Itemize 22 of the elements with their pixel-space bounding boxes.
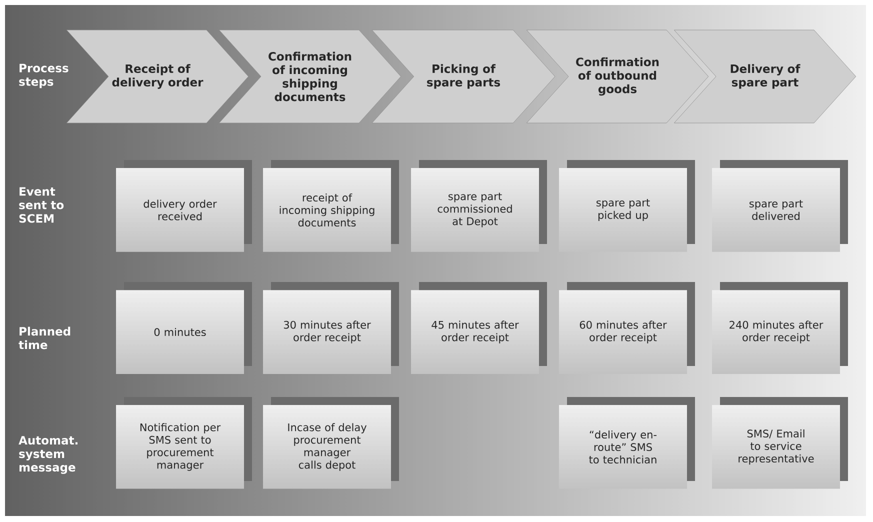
- event-box: “delivery en-route” SMS to technician: [559, 397, 695, 489]
- event-box: 60 minutes after order receipt: [559, 282, 695, 374]
- event-box: delivery order received: [116, 160, 252, 252]
- event-box: spare part commissioned at Depot: [411, 160, 547, 252]
- process-step: Confirmation of incoming shipping documents: [218, 30, 402, 124]
- event-box: spare part delivered: [712, 160, 848, 252]
- event-box: 30 minutes after order receipt: [263, 282, 399, 374]
- event-box: 45 minutes after order receipt: [411, 282, 547, 374]
- row-label: Automat. system message: [18, 436, 78, 474]
- process-step: Confirmation of outbound goods: [526, 30, 709, 124]
- event-box: spare part picked up: [559, 160, 695, 252]
- process-step: Picking of spare parts: [372, 30, 556, 124]
- process-step: Delivery of spare part: [674, 30, 856, 124]
- row-label: Event sent to SCEM: [19, 187, 64, 223]
- event-box: receipt of incoming shipping documents: [263, 160, 399, 252]
- event-box: 240 minutes after order receipt: [712, 282, 848, 374]
- event-box: SMS/ Email to service representative: [712, 397, 848, 489]
- event-box: Notification per SMS sent to procurement manager: [116, 397, 252, 489]
- event-box: 0 minutes: [116, 282, 252, 374]
- event-box: Incase of delay procurement manager calls depot: [263, 397, 399, 489]
- row-label: Process steps: [19, 64, 68, 88]
- row-label: Planned time: [18, 326, 70, 350]
